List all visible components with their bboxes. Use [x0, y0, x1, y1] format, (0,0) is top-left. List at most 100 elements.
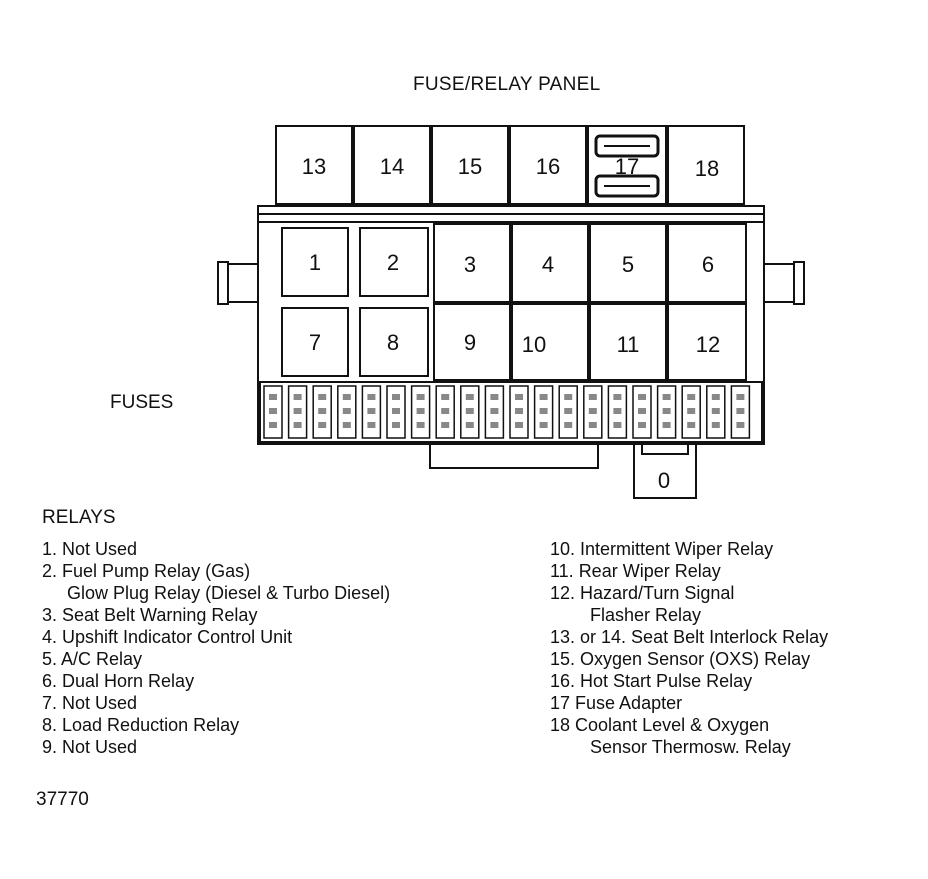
relay-4-box: [511, 223, 589, 303]
relay-label-1: 1: [309, 250, 321, 275]
legend-right-list: 10. Intermittent Wiper Relay 11. Rear Wi…: [550, 538, 828, 758]
relay-label-7: 7: [309, 330, 321, 355]
relay-9-box: [433, 303, 511, 381]
fuse-contact: [342, 394, 351, 400]
fuses-label: FUSES: [110, 392, 174, 413]
relay-label-5: 5: [622, 252, 634, 277]
fuse-contact: [342, 422, 351, 428]
legend-item-12: 12. Hazard/Turn Signal: [550, 583, 735, 603]
fuse-contact: [441, 422, 450, 428]
relay-label-8: 8: [387, 330, 399, 355]
relay-label-10: 10: [522, 332, 546, 357]
legend-item-18b: Sensor Thermosw. Relay: [550, 737, 791, 757]
right-mount-tab: [763, 263, 797, 303]
fuse-contact: [367, 394, 376, 400]
relay-label-4: 4: [542, 252, 554, 277]
fuse-contact: [318, 408, 327, 414]
fuse-contact: [711, 422, 720, 428]
legend-item-12b: Flasher Relay: [550, 605, 702, 625]
relay-12-box: [667, 303, 747, 381]
fuse-contact: [416, 408, 425, 414]
fuse-contact: [465, 422, 474, 428]
legend-item-4: 4. Upshift Indicator Control Unit: [42, 627, 293, 647]
relay-8-box: [359, 307, 429, 377]
relay-label-18: 18: [695, 156, 719, 181]
legend-item-2b: Glow Plug Relay (Diesel & Turbo Diesel): [42, 583, 391, 603]
fuse-contact: [539, 422, 548, 428]
relay-1-box: [281, 227, 349, 297]
fuse-contact: [269, 422, 277, 428]
legend-item-2: 2. Fuel Pump Relay (Gas): [42, 561, 251, 581]
legend-item-11: 11. Rear Wiper Relay: [550, 561, 721, 581]
legend-item-5: 5. A/C Relay: [42, 649, 143, 669]
fuse-contact: [441, 408, 450, 414]
fuse-contact: [269, 408, 277, 414]
legend-item-9: 9. Not Used: [42, 737, 138, 757]
fuse-contact: [539, 408, 548, 414]
legend-item-15: 15. Oxygen Sensor (OXS) Relay: [550, 649, 811, 669]
fuse-contact: [638, 408, 646, 414]
legend-item-17: 17 Fuse Adapter: [550, 693, 683, 713]
relay-label-2: 2: [387, 250, 399, 275]
fuse-contact: [441, 394, 450, 400]
relay-2-box: [359, 227, 429, 297]
fuse-contact: [392, 394, 400, 400]
fuse-contact: [687, 394, 696, 400]
fuse-contact: [662, 408, 671, 414]
fuse-contact: [269, 394, 277, 400]
fuse-contact: [293, 394, 302, 400]
relay-label-6: 6: [702, 252, 714, 277]
bottom-connector: [429, 443, 599, 469]
relay-16-box: [509, 125, 587, 205]
legend-item-13-14: 13. or 14. Seat Belt Interlock Relay: [550, 627, 829, 647]
relay-label-11: 11: [617, 332, 640, 357]
fuse-contact: [293, 422, 302, 428]
fuse-contact: [736, 408, 745, 414]
fuse-contact: [515, 408, 523, 414]
fuse-contact: [490, 408, 499, 414]
fuse-contact: [293, 408, 302, 414]
fuse-contact: [564, 408, 573, 414]
fuse-contact: [613, 408, 622, 414]
relay-label-13: 13: [302, 154, 326, 179]
relay-label-3: 3: [464, 252, 476, 277]
legend-item-1: 1. Not Used: [42, 539, 138, 559]
fuse-contact: [465, 394, 474, 400]
legend-item-8: 8. Load Reduction Relay: [42, 715, 240, 735]
fuse-contact: [318, 394, 327, 400]
fuse-contact: [687, 422, 696, 428]
relay-11-box: [589, 303, 667, 381]
fuse-contact: [515, 422, 523, 428]
relay-label-14: 14: [380, 154, 404, 179]
relay-6-box: [667, 223, 747, 303]
socket-label-0: 0: [658, 468, 670, 493]
fuse-contact: [515, 394, 523, 400]
fuse-contact: [392, 422, 400, 428]
relay-14-box: [353, 125, 431, 205]
relay-label-9: 9: [464, 330, 476, 355]
legend-item-16: 16. Hot Start Pulse Relay: [550, 671, 753, 691]
left-mount-tab: [225, 263, 259, 303]
fuse-contact: [736, 422, 745, 428]
fuse-contact: [736, 394, 745, 400]
relay-label-12: 12: [696, 332, 720, 357]
diagram-title: FUSE/RELAY PANEL: [413, 74, 601, 95]
fuse-contact: [711, 408, 720, 414]
fuse-contact: [564, 422, 573, 428]
relays-heading: RELAYS: [42, 507, 116, 528]
fuse-contact: [416, 394, 425, 400]
fuse-contact: [638, 394, 646, 400]
fuse-contact: [342, 408, 351, 414]
fuse-contact: [662, 394, 671, 400]
fuse-contact: [564, 394, 573, 400]
relay-label-16: 16: [536, 154, 560, 179]
fuse-contact: [588, 408, 597, 414]
figure-number: 37770: [36, 789, 89, 810]
relay-15-box: [431, 125, 509, 205]
fuse-contact: [613, 394, 622, 400]
legend-item-6: 6. Dual Horn Relay: [42, 671, 195, 691]
relay-10-box: [511, 303, 589, 381]
relay-label-17: 17: [615, 154, 639, 179]
fuse-contact: [539, 394, 548, 400]
